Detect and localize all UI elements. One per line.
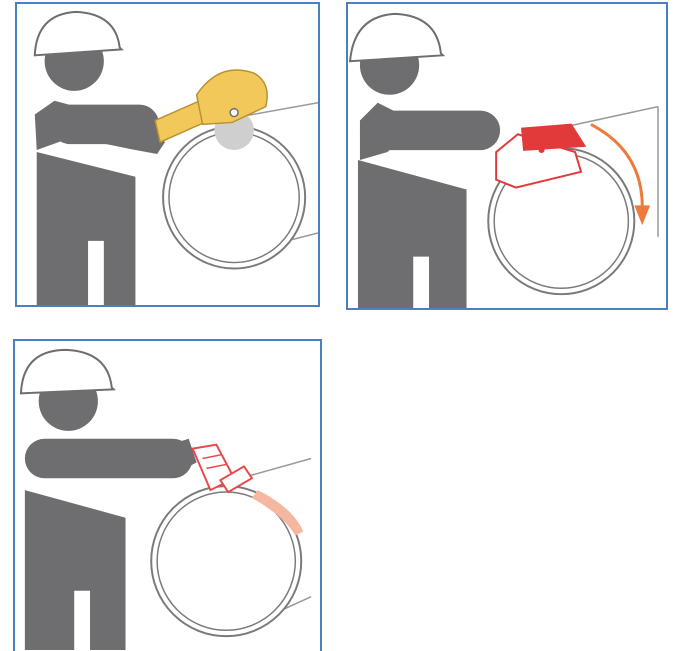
worker-figure	[35, 32, 165, 305]
grinding-illustration	[348, 4, 666, 308]
helmet-icon	[21, 350, 114, 393]
panel-step-3-filing	[13, 339, 322, 651]
panel-step-1-cutting	[15, 2, 320, 307]
panel-step-2-grinding	[346, 2, 668, 310]
cutting-illustration	[17, 4, 318, 305]
worker-figure	[358, 36, 500, 308]
helmet-icon	[350, 14, 443, 61]
file-icon	[193, 445, 252, 492]
filing-illustration	[15, 341, 320, 651]
helmet-icon	[35, 12, 122, 55]
